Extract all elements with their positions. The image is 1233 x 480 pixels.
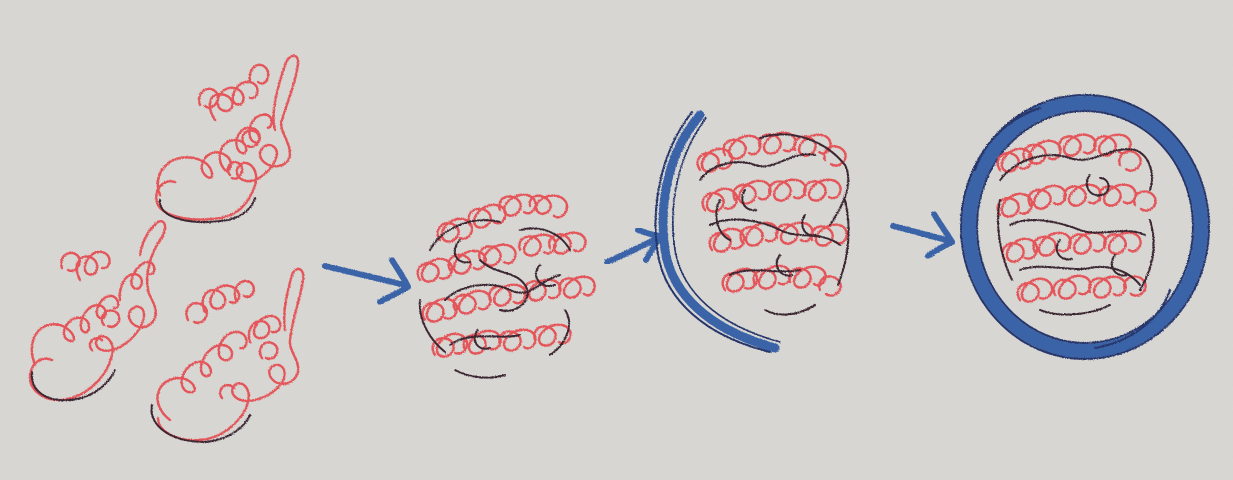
paper-texture	[0, 0, 1233, 480]
illustration-canvas	[0, 0, 1233, 480]
